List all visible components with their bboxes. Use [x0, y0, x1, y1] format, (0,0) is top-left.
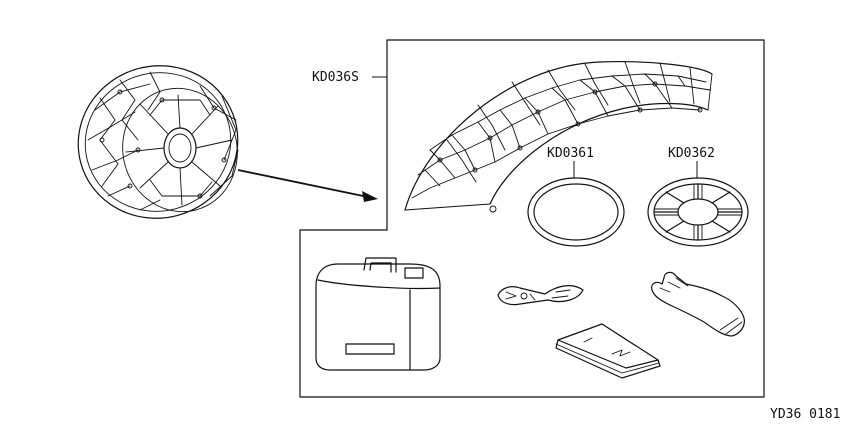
tire-with-chains-icon [77, 65, 239, 219]
spoked-disc-icon [647, 177, 749, 247]
glove-icon [651, 271, 745, 337]
chain-net-icon [404, 61, 713, 213]
pointer-arrow-icon [237, 169, 378, 202]
parts-frame [299, 39, 765, 398]
ring-icon [527, 177, 625, 247]
ring-part-label: KD0361 [547, 146, 594, 161]
tensioner-tool-icon [497, 285, 584, 306]
kit-set-label: KD036S [312, 70, 359, 85]
instruction-booklet-icon [555, 323, 661, 379]
storage-case-icon [315, 257, 441, 371]
disc-part-label: KD0362 [668, 146, 715, 161]
figure-code: YD36 0181 [770, 407, 840, 422]
